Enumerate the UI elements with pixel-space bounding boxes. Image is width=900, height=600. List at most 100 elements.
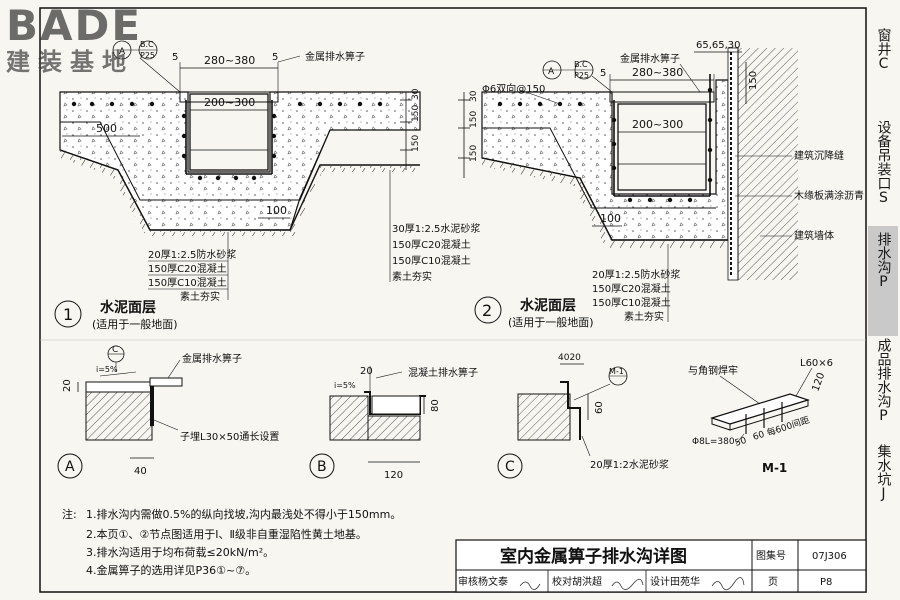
tb-check: 校对胡洪超 — [552, 575, 602, 588]
d2-ref-sheet: P25 — [574, 71, 589, 80]
d2-dim-inner: 200~300 — [632, 118, 683, 131]
d2-wall-2: 建筑墙体 — [794, 229, 834, 242]
dA-h: 20 — [62, 379, 73, 392]
watermark-logo: BADE 建装基地 — [6, 4, 166, 80]
side-tab-prefab-drain[interactable]: 成品排水沟P — [868, 338, 898, 424]
d2-subtitle: (适用于一般地面) — [508, 316, 594, 329]
tb-page-label: 页 — [768, 576, 778, 588]
side-tab-window-well[interactable]: 窗井C — [868, 28, 898, 72]
dC-mark: C — [505, 459, 515, 475]
side-index: 窗井C 设备吊装口S 排水沟P 成品排水沟P 集水坑J — [868, 8, 898, 596]
dC-note: 20厚1:2水泥砂浆 — [590, 458, 669, 471]
dM-mark: M-1 — [762, 461, 787, 475]
d2-layer-1: 150厚C20混凝土 — [592, 282, 671, 295]
d1-layer-2: 150厚C10混凝土 — [148, 276, 227, 289]
d2-title: 水泥面层 — [520, 297, 576, 314]
d1-layer-1: 150厚C20混凝土 — [148, 262, 227, 275]
d2-ref-a: A — [548, 67, 555, 77]
d2-grate-label: 金属排水箅子 — [620, 52, 680, 65]
d1-h1: 30 — [411, 88, 421, 100]
dM-angle: L60×6 — [800, 358, 833, 369]
title-block: 室内金属箅子排水沟详图 图集号 07J306 审核杨文泰 校对胡洪超 设计田苑华… — [455, 539, 867, 593]
detail-C: 4020 M-1 60 20厚1:2水泥砂浆 C — [497, 353, 669, 479]
tb-atlas-label: 图集号 — [756, 549, 786, 562]
detail-2: 金属排水箅子 280~380 200~300 65,65,30 5 Φ6双向@1… — [458, 40, 864, 329]
d2-layer-0: 20厚1:2.5防水砂浆 — [592, 268, 680, 281]
d2-layer-3: 素土夯实 — [624, 310, 664, 323]
d1-dim-side: 500 — [96, 122, 117, 135]
logo-subtitle: 建装基地 — [6, 48, 134, 76]
d1-num: 1 — [63, 305, 73, 324]
logo-brand: BADE — [6, 1, 143, 50]
signature-check — [611, 578, 644, 590]
d2-wall-1: 木缘板满涂沥青 — [794, 189, 864, 202]
d1-dim-5a: 5 — [172, 52, 178, 63]
dM-weld: 与角钢焊牢 — [688, 364, 738, 377]
d2-dim-right: 65,65,30 — [696, 40, 741, 51]
dA-ref: C — [112, 345, 118, 355]
tb-atlas-no: 07J306 — [812, 551, 847, 562]
d1-grate-label: 金属排水箅子 — [305, 50, 365, 63]
d1-ref-a: A — [119, 47, 126, 57]
dB-h2: 80 — [430, 399, 441, 412]
d2-dim-bottom: 100 — [600, 212, 621, 225]
d2-dim-5: 5 — [600, 68, 606, 79]
d2-ref-bc: B.C — [574, 60, 588, 69]
d1-layer-r2: 150厚C10混凝土 — [392, 254, 471, 267]
dB-label: 混凝土排水箅子 — [408, 366, 478, 379]
side-tab-label: 排水沟P — [875, 232, 892, 290]
d2-rebar: Φ6双向@150 — [482, 82, 545, 95]
detail-M1: 与角钢焊牢 L60×6 120 Φ8L=380 50 60 每600间距 M-1 — [688, 358, 833, 475]
dA-label: 金属排水箅子 — [182, 352, 242, 365]
dB-slope: i=5% — [334, 381, 356, 390]
d1-layer-0: 20厚1:2.5防水砂浆 — [148, 248, 236, 261]
dC-dim-top: 4020 — [558, 353, 581, 363]
dC-ref-top: M-1 — [609, 367, 624, 376]
dA-w: 40 — [134, 466, 147, 477]
detail-A: C 金属排水箅子 i=5% 20 40 子埋L30×50通长设置 A — [57, 345, 279, 479]
note-1: 1.排水沟内需做0.5%的纵向找坡,沟内最浅处不得小于150mm。 — [86, 507, 401, 521]
d1-layer-r1: 150厚C20混凝土 — [392, 238, 471, 251]
d1-title: 水泥面层 — [100, 299, 156, 316]
dB-w: 120 — [384, 470, 403, 481]
d1-h2: 150 — [411, 105, 421, 122]
d1-dim-5b: 5 — [272, 52, 278, 63]
note-3: 3.排水沟适用于均布荷载≤20kN/m²。 — [86, 545, 274, 559]
d2-h2: 150 — [469, 111, 479, 128]
d1-h3: 150 — [411, 135, 421, 152]
side-tab-label: 窗井C — [875, 28, 892, 72]
dA-mark: A — [65, 459, 75, 475]
dC-h: 60 — [594, 401, 605, 414]
dM-bar: Φ8L=380 — [692, 437, 735, 447]
note-4: 4.金属箅子的选用详见P36①~⑦。 — [86, 563, 256, 577]
side-tab-sump[interactable]: 集水坑J — [868, 444, 898, 502]
tb-review: 审核杨文泰 — [458, 575, 508, 588]
tb-page-no: P8 — [820, 577, 832, 588]
d2-num: 2 — [482, 301, 492, 320]
d2-dim-top: 280~380 — [632, 66, 683, 79]
d1-layer-r3: 素土夯实 — [392, 270, 432, 283]
signature-design — [711, 577, 745, 591]
side-tab-hoist[interactable]: 设备吊装口S — [868, 120, 898, 206]
d1-layer-3: 素土夯实 — [180, 290, 220, 303]
note-2: 2.本页①、②节点图适用于Ⅰ、Ⅱ级非自重湿陷性黄土地基。 — [86, 527, 367, 541]
d1-ref-sheet: P25 — [140, 51, 155, 60]
d2-h3: 150 — [469, 145, 479, 162]
dA-slope: i=5% — [96, 365, 118, 374]
d1-dim-inner: 200~300 — [204, 96, 255, 109]
detail-B: 混凝土排水箅子 i=5% 20 80 120 B — [309, 366, 478, 481]
d1-dim-bottom: 100 — [266, 204, 287, 217]
side-tab-label: 设备吊装口S — [875, 120, 892, 206]
dA-note: 子埋L30×50通长设置 — [180, 431, 279, 443]
d1-layer-r0: 30厚1:2.5水泥砂浆 — [392, 222, 480, 235]
d2-layer-2: 150厚C10混凝土 — [592, 296, 671, 309]
d2-h-wall: 150 — [748, 71, 759, 90]
d2-h1: 30 — [469, 90, 479, 102]
dM-h: 120 — [810, 371, 827, 393]
d1-dim-top: 280~380 — [204, 54, 255, 67]
d2-wall-0: 建筑沉降缝 — [794, 149, 844, 162]
dB-h1: 20 — [360, 366, 373, 377]
side-tab-drain[interactable]: 排水沟P — [868, 226, 898, 336]
dM-d2: 60 — [752, 430, 766, 443]
